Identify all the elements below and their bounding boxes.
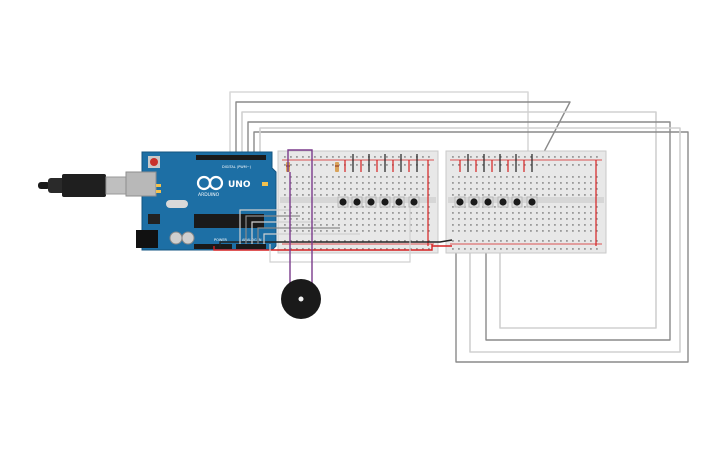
led-on — [262, 182, 268, 186]
digital-header[interactable] — [196, 155, 266, 160]
resistor[interactable] — [335, 162, 339, 172]
wire-loop-6[interactable] — [259, 127, 681, 353]
pushbutton-right-1[interactable] — [454, 196, 466, 208]
wire-group-loops — [229, 91, 689, 363]
usb-jack — [125, 171, 157, 197]
wire-loop-3[interactable] — [241, 111, 657, 329]
usb-cable[interactable] — [38, 174, 131, 197]
arduino-logo — [196, 175, 224, 191]
digital-header-label: DIGITAL (PWM~) — [222, 165, 252, 169]
jumper-wires-rails — [344, 154, 597, 246]
pushbutton-left-3[interactable] — [365, 196, 377, 208]
model-label: UNO — [228, 180, 251, 190]
pushbutton-left-5[interactable] — [393, 196, 405, 208]
pushbutton-left-6[interactable] — [408, 196, 420, 208]
pushbutton-right-5[interactable] — [511, 196, 523, 208]
capacitor — [169, 231, 183, 245]
wire-loop-2[interactable] — [235, 101, 571, 199]
arduino-uno-board[interactable]: UNO ARDUINO DIGITAL (PWM~) POWER ANALOG … — [125, 151, 277, 251]
power-jack — [136, 230, 158, 248]
pushbutton-right-6[interactable] — [526, 196, 538, 208]
led-l — [156, 184, 161, 187]
pushbutton-right-4[interactable] — [497, 196, 509, 208]
wire-loop-5[interactable] — [253, 131, 689, 363]
voltage-regulator — [148, 214, 160, 224]
led-tx — [156, 190, 161, 193]
piezo-buzzer[interactable] — [281, 279, 321, 319]
pushbutton-left-1[interactable] — [337, 196, 349, 208]
power-wires — [213, 239, 453, 251]
pushbutton-left-2[interactable] — [351, 196, 363, 208]
wire-loop-4[interactable] — [247, 121, 671, 341]
analog-header[interactable] — [236, 244, 266, 249]
pushbutton-left-4[interactable] — [379, 196, 391, 208]
brand-label: ARDUINO — [198, 192, 220, 198]
capacitor — [181, 231, 195, 245]
pushbutton-right-3[interactable] — [482, 196, 494, 208]
power-header[interactable] — [194, 244, 232, 249]
pushbutton-group — [337, 196, 538, 208]
wire-loop-1[interactable] — [229, 91, 529, 195]
pushbutton-right-2[interactable] — [468, 196, 480, 208]
buzzer-wires — [287, 149, 313, 284]
power-header-label: POWER — [214, 238, 228, 242]
crystal — [166, 200, 188, 208]
